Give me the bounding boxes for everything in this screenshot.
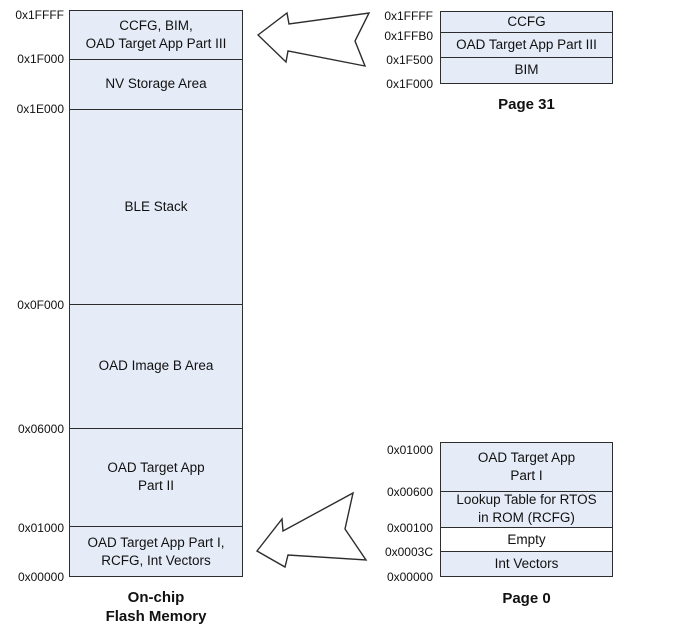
main-section-app-part2: OAD Target App Part II (70, 428, 242, 528)
main-addr-0x00000: 0x00000 (17, 570, 64, 584)
main-addr-0x1E000: 0x1E000 (16, 102, 64, 116)
page31-addr-0x1FFB0: 0x1FFB0 (384, 29, 433, 43)
main-addr-0x01000: 0x01000 (17, 521, 64, 535)
page0-section-lookup-table: Lookup Table for RTOS in ROM (RCFG) (441, 492, 612, 528)
page0-addr-0x01000: 0x01000 (386, 443, 433, 457)
main-addr-0x06000: 0x06000 (17, 422, 64, 436)
main-section-ble-stack: BLE Stack (70, 109, 242, 305)
page0-section-empty: Empty (441, 527, 612, 553)
main-addr-0x1FFFF: 0x1FFFF (15, 8, 64, 22)
onchip-flash-box: CCFG, BIM, OAD Target App Part III NV St… (69, 10, 243, 577)
main-addr-0x0F000: 0x0F000 (17, 298, 64, 312)
main-section-part1-rcfg-intv: OAD Target App Part I, RCFG, Int Vectors (70, 527, 242, 577)
page0-section-app-part1: OAD Target App Part I (441, 443, 612, 493)
page0-addr-0x00000: 0x00000 (386, 570, 433, 584)
page31-section-ccfg: CCFG (441, 12, 612, 34)
page31-box: CCFG OAD Target App Part III BIM (440, 11, 613, 84)
page0-addr-0x0003C: 0x0003C (384, 545, 433, 559)
page31-section-part3: OAD Target App Part III (441, 33, 612, 58)
page31-addr-0x1F000: 0x1F000 (386, 77, 433, 91)
main-addr-0x1F000: 0x1F000 (17, 52, 64, 66)
page0-addr-0x00600: 0x00600 (386, 485, 433, 499)
page31-section-bim: BIM (441, 57, 612, 83)
page31-caption: Page 31 (498, 96, 555, 113)
main-section-nv-storage: NV Storage Area (70, 59, 242, 110)
main-caption: On-chip Flash Memory (105, 589, 207, 625)
main-section-oad-image-b: OAD Image B Area (70, 304, 242, 429)
page31-addr-0x1FFFF: 0x1FFFF (384, 9, 433, 23)
page0-box: OAD Target App Part I Lookup Table for R… (440, 442, 613, 577)
page31-addr-0x1F500: 0x1F500 (386, 53, 433, 67)
page0-caption: Page 0 (502, 590, 551, 607)
page0-addr-0x00100: 0x00100 (386, 521, 433, 535)
main-section-ccfg-bim-part3: CCFG, BIM, OAD Target App Part III (70, 11, 242, 60)
page0-section-int-vectors: Int Vectors (441, 552, 612, 576)
